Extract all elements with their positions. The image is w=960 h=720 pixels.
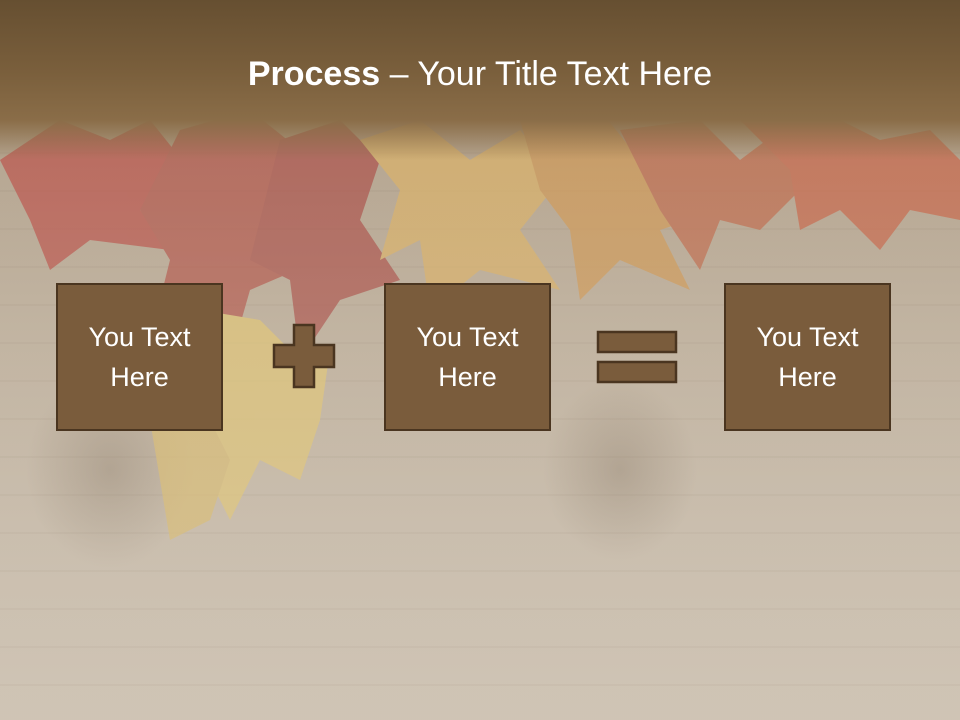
equals-icon (596, 330, 678, 384)
process-box-2-text: You Text Here (416, 322, 519, 392)
title-bold-part: Process (247, 55, 381, 93)
process-box-1-text: You Text Here (88, 322, 191, 392)
process-box-2[interactable]: You Text Here (384, 283, 551, 431)
slide-title[interactable]: Process – Your Title Text Here (0, 52, 960, 96)
title-band (0, 0, 960, 160)
process-box-3-text: You Text Here (756, 322, 859, 392)
process-box-1[interactable]: You Text Here (56, 283, 223, 431)
title-rest-part: – Your Title Text Here (380, 55, 713, 93)
plus-icon (272, 323, 336, 389)
process-box-3[interactable]: You Text Here (724, 283, 891, 431)
